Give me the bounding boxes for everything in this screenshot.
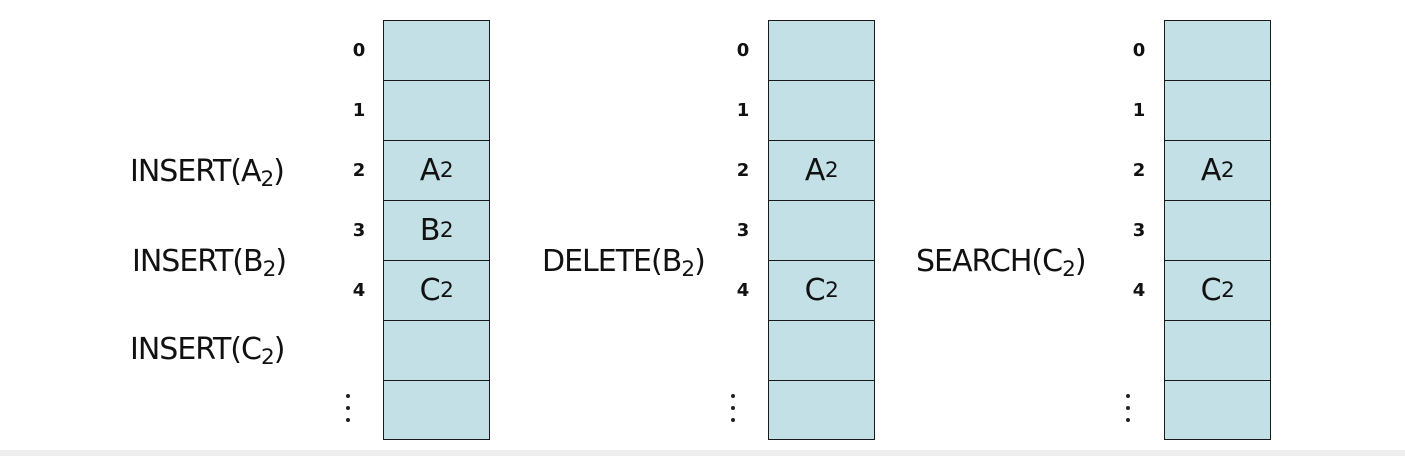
- table-slot: [384, 21, 489, 81]
- operation-label: INSERT(A2): [130, 154, 285, 192]
- table-slot: [769, 321, 874, 381]
- slot-index: 1: [352, 100, 366, 121]
- operation-label: INSERT(C2): [130, 332, 285, 370]
- table-slot: [1165, 381, 1270, 440]
- table-slot: [384, 321, 489, 381]
- slot-index: 4: [736, 280, 750, 301]
- table-slot: [1165, 201, 1270, 261]
- slot-index: 0: [736, 40, 750, 61]
- slot-index: 3: [1132, 220, 1146, 241]
- table-slot: [384, 381, 489, 440]
- operation-label: SEARCH(C2): [916, 244, 1087, 282]
- slot-index: 0: [352, 40, 366, 61]
- bottom-edge: [0, 450, 1405, 456]
- slot-index: 3: [736, 220, 750, 241]
- table-slot: [1165, 21, 1270, 81]
- slot-index: 1: [736, 100, 750, 121]
- slot-index: 3: [352, 220, 366, 241]
- operation-label: DELETE(B2): [542, 244, 706, 282]
- slot-index: 1: [1132, 100, 1146, 121]
- table-slot: [769, 21, 874, 81]
- table-slot: [769, 201, 874, 261]
- ellipsis-icon: [1125, 394, 1131, 426]
- slot-index: 0: [1132, 40, 1146, 61]
- slot-index: 4: [352, 280, 366, 301]
- slot-index: 2: [1132, 160, 1146, 181]
- table-slot: [1165, 81, 1270, 141]
- table-slot: [384, 81, 489, 141]
- operation-label: INSERT(B2): [132, 244, 287, 282]
- table-slot: [1165, 321, 1270, 381]
- slot-index: 4: [1132, 280, 1146, 301]
- table-slot: [769, 381, 874, 440]
- ellipsis-icon: [345, 394, 351, 426]
- slot-index: 2: [352, 160, 366, 181]
- slot-index: 2: [736, 160, 750, 181]
- ellipsis-icon: [730, 394, 736, 426]
- table-slot: [769, 81, 874, 141]
